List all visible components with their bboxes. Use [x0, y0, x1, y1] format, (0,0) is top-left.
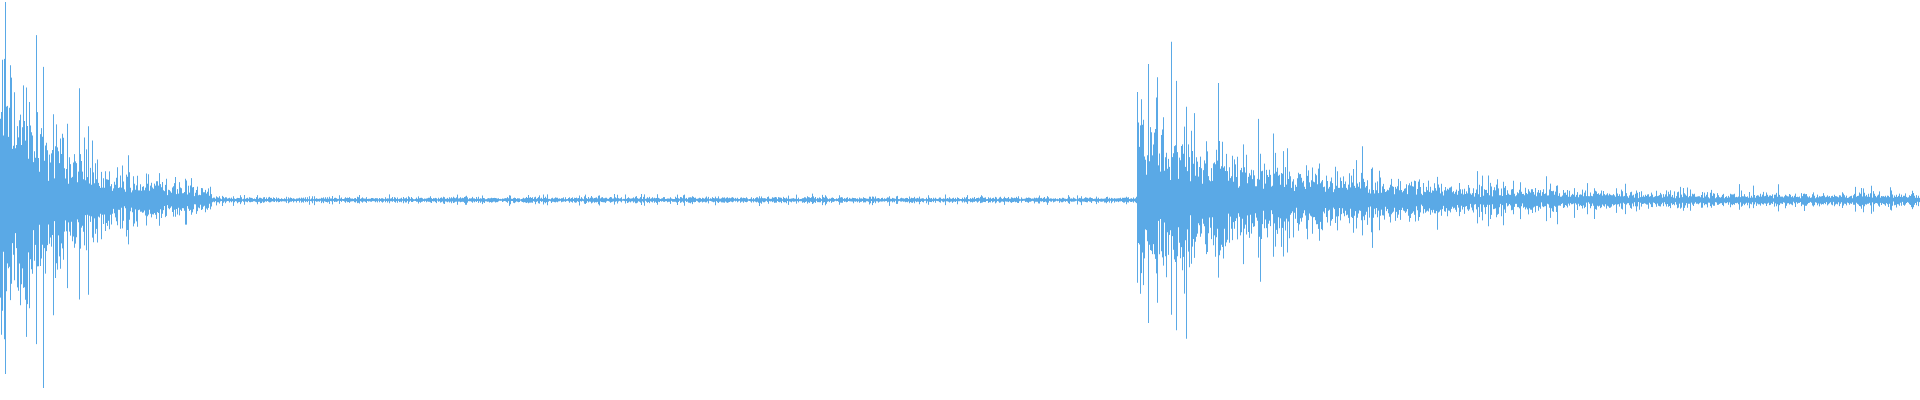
- waveform-trace: [0, 2, 1920, 388]
- waveform-path: [0, 2, 1920, 388]
